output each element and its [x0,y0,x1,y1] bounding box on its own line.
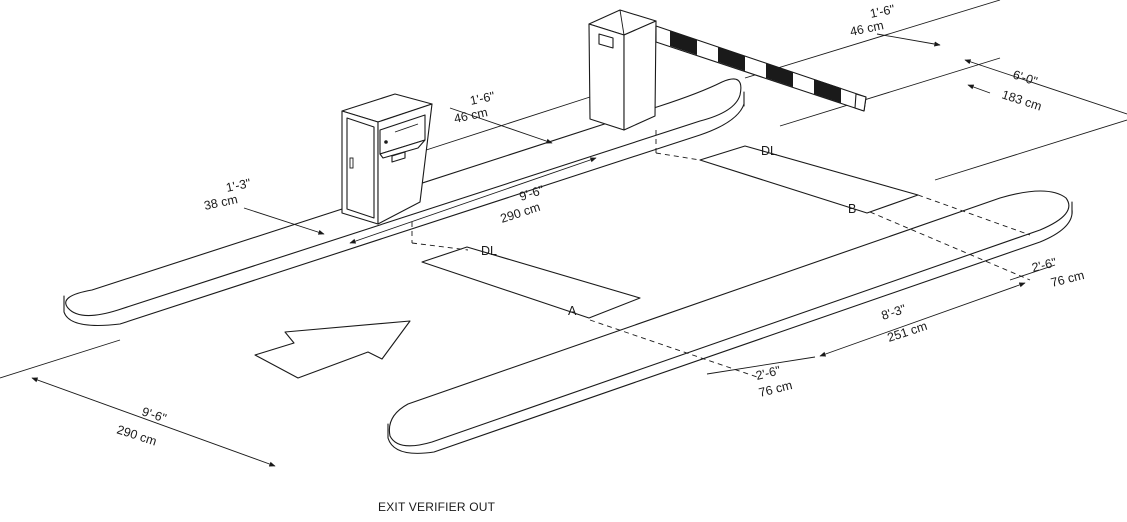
loop-spacing-cm: 251 cm [886,319,929,345]
dimension-lines [31,33,1127,467]
loop-a-label: DL [481,244,497,258]
arm-length-cm: 183 cm [1000,88,1043,114]
direction-arrow [254,320,411,379]
lane-width-cm: 290 cm [499,200,542,226]
entry-width-cm: 290 cm [115,423,158,449]
loop-b-setback-ft: 2'-6" [1030,255,1058,275]
verifier-offset-ft: 1'-3" [225,176,252,195]
drawing-caption: EXIT VERIFIER OUT [378,500,496,514]
loop-a-setback-ft: 2'-6" [754,363,782,383]
entry-width-ft: 9'-6" [140,405,168,426]
right-island [387,190,1073,454]
arm-length-ft: 6'-0" [1011,68,1039,89]
loop-b-label: DL [761,144,777,158]
reference-lines [411,130,1031,379]
gate-offset-cm: 46 cm [453,105,489,126]
arm-offset-ft: 1'-6" [869,2,896,21]
loop-spacing-ft: 8'-3" [880,302,908,323]
gate-arm [655,25,867,112]
verifier-offset-cm: 38 cm [203,192,239,213]
gate-offset-ft: 1'-6" [469,89,496,108]
lane-width-ft: 9'-6" [518,183,546,204]
lane-edges [0,0,1127,379]
loop-b-mark: B [848,202,856,216]
loop-a-mark: A [568,304,577,318]
loop-b: DL B [699,144,919,216]
barrier-gate [588,9,657,131]
arm-offset-cm: 46 cm [849,18,885,39]
loop-a: DL A [421,244,641,319]
loop-b-setback-cm: 76 cm [1049,268,1085,290]
